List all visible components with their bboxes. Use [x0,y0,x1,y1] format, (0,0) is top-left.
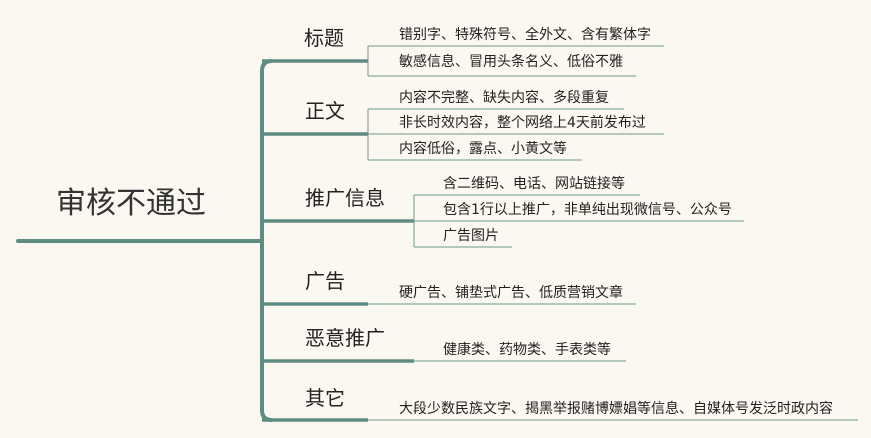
leaf-item: 广告图片 [443,228,499,244]
category-biaoti: 标题 [304,26,344,50]
leaf-item: 内容不完整、缺失内容、多段重复 [399,90,609,106]
leaf-item: 错别字、特殊符号、全外文、含有繁体字 [399,27,651,43]
category-tuiguang-xinxi: 推广信息 [305,186,385,210]
category-eyi-tuiguang: 恶意推广 [305,326,385,350]
leaf-item: 包含1行以上推广，非单纯出现微信号、公众号 [443,202,732,218]
leaf-item: 硬广告、铺垫式广告、低质营销文章 [399,285,623,301]
category-guanggao: 广告 [305,269,345,293]
leaf-item: 内容低俗，露点、小黄文等 [399,141,567,157]
category-qita: 其它 [305,386,345,410]
leaf-item: 大段少数民族文字、揭黑举报赌博嫖娼等信息、自媒体号发泛时政内容 [399,401,833,417]
leaf-item: 非长时效内容，整个网络上4天前发布过 [399,115,646,131]
main-spine [260,59,273,422]
leaf-item: 含二维码、电话、网站链接等 [443,176,625,192]
root-node: 审核不通过 [56,186,206,221]
leaf-item: 敏感信息、冒用头条名义、低俗不雅 [399,54,623,70]
category-zhengwen: 正文 [305,99,345,123]
leaf-item: 健康类、药物类、手表类等 [443,342,611,358]
